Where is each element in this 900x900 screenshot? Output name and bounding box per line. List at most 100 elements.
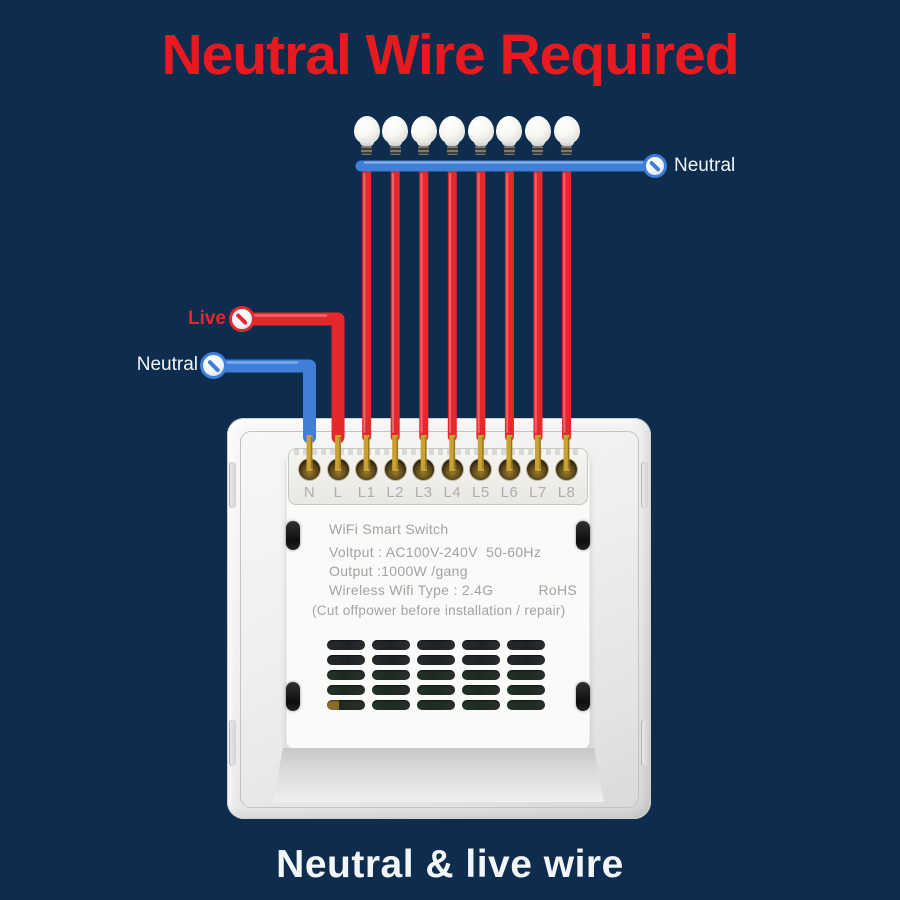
mounting-clip xyxy=(576,521,590,550)
vent-slot xyxy=(372,640,410,650)
bulb-base xyxy=(418,146,430,155)
vent-grid xyxy=(327,640,545,710)
bulb-base xyxy=(475,146,487,155)
light-bulb xyxy=(382,116,409,162)
bulb-glass xyxy=(439,116,466,144)
terminal-label-L1: L1 xyxy=(357,484,376,501)
device-voltage-text: Voltput : AC100V-240V 50-60Hz xyxy=(329,544,542,560)
mounting-clip xyxy=(286,521,300,550)
bulb-glass xyxy=(382,116,409,144)
vent-slot xyxy=(417,700,455,710)
device-name-text: WiFi Smart Switch xyxy=(329,521,449,537)
terminal-label-L: L xyxy=(333,484,343,501)
terminal-screw-L4 xyxy=(441,459,463,480)
vent-slot xyxy=(417,685,455,695)
neutral-wire-label: Neutral xyxy=(136,354,198,375)
vent-slot xyxy=(327,640,365,650)
terminal-label-L4: L4 xyxy=(443,484,462,501)
device-output-text: Output :1000W /gang xyxy=(329,563,468,579)
vent-slot xyxy=(462,655,500,665)
vent-slot xyxy=(372,685,410,695)
terminal-screw-N xyxy=(299,459,320,480)
terminal-label-L3: L3 xyxy=(414,484,433,501)
terminal-label-L6: L6 xyxy=(500,484,519,501)
vent-slot xyxy=(507,640,545,650)
live-wire-label: Live xyxy=(187,308,226,329)
vent-slot xyxy=(417,640,455,650)
vent-slot xyxy=(507,685,545,695)
vent-slot xyxy=(417,670,455,680)
bulb-neck xyxy=(359,141,374,146)
terminal-screw-L1 xyxy=(356,459,378,480)
plate-edge-tab xyxy=(641,720,648,766)
live-screw-icon xyxy=(229,306,255,332)
terminal-label-L5: L5 xyxy=(472,484,490,501)
bulb-base xyxy=(561,146,573,155)
vent-slot xyxy=(462,640,500,650)
plate-edge-tab xyxy=(229,720,236,766)
bulb-neck xyxy=(530,141,545,146)
device-warning-text: (Cut offpower before installation / repa… xyxy=(312,603,566,618)
bulb-neck xyxy=(502,141,517,146)
terminal-screw-L xyxy=(327,459,349,480)
module-bottom-recess xyxy=(273,748,604,802)
neutral-screw-icon xyxy=(643,154,667,178)
bottom-caption: Neutral & live wire xyxy=(276,843,624,886)
bulb-glass xyxy=(496,116,523,144)
neutral-screw-icon xyxy=(200,352,227,379)
light-bulb xyxy=(553,116,580,162)
terminal-screw-L8 xyxy=(556,459,578,480)
terminal-label-L8: L8 xyxy=(557,484,576,501)
bulb-glass xyxy=(553,116,580,144)
light-bulb xyxy=(496,116,523,162)
bulb-glass xyxy=(524,116,551,144)
terminal-label-L7: L7 xyxy=(529,484,547,501)
bulb-base xyxy=(446,146,458,155)
vent-slot xyxy=(327,670,365,680)
bulb-neck xyxy=(416,141,431,146)
vent-slot xyxy=(327,685,365,695)
device-wifi-text: Wireless Wifi Type : 2.4G xyxy=(329,582,494,598)
bulb-neck xyxy=(445,141,460,146)
bulb-glass xyxy=(467,116,494,144)
plate-inner-border xyxy=(240,431,639,808)
bulb-base xyxy=(389,146,401,155)
terminal-label-N: N xyxy=(303,484,316,501)
light-bulb xyxy=(353,116,380,162)
vent-slot xyxy=(462,670,500,680)
bulb-base xyxy=(503,146,515,155)
vent-slot xyxy=(327,655,365,665)
vent-slot xyxy=(462,685,500,695)
plate-edge-tab xyxy=(229,462,236,508)
bulb-neck xyxy=(473,141,488,146)
bulb-glass xyxy=(410,116,437,144)
light-bulb xyxy=(524,116,551,162)
bulb-neck xyxy=(559,141,574,146)
bulb-glass xyxy=(353,116,380,144)
bulb-base xyxy=(361,146,373,155)
vent-slot xyxy=(372,655,410,665)
page-title: Neutral Wire Required xyxy=(161,23,739,87)
bulb-neck xyxy=(388,141,403,146)
vent-slot xyxy=(507,700,545,710)
terminal-screw-L6 xyxy=(498,459,520,480)
vent-slot xyxy=(507,670,545,680)
terminal-label-L2: L2 xyxy=(386,484,405,501)
mounting-clip xyxy=(576,682,590,711)
light-bulb xyxy=(439,116,466,162)
neutral-bus-label: Neutral xyxy=(674,155,736,176)
terminal-screw-L2 xyxy=(384,459,406,480)
bulb-base xyxy=(532,146,544,155)
plate-edge-tab xyxy=(641,462,648,508)
vent-slot xyxy=(372,670,410,680)
light-bulb xyxy=(410,116,437,162)
device-wifi-row: Wireless Wifi Type : 2.4G RoHS xyxy=(329,582,577,598)
vent-slot xyxy=(372,700,410,710)
vent-slot xyxy=(507,655,545,665)
light-bulb xyxy=(467,116,494,162)
mounting-clip xyxy=(286,682,300,711)
vent-slot xyxy=(327,700,365,710)
rohs-text: RoHS xyxy=(538,582,577,598)
vent-slot xyxy=(417,655,455,665)
